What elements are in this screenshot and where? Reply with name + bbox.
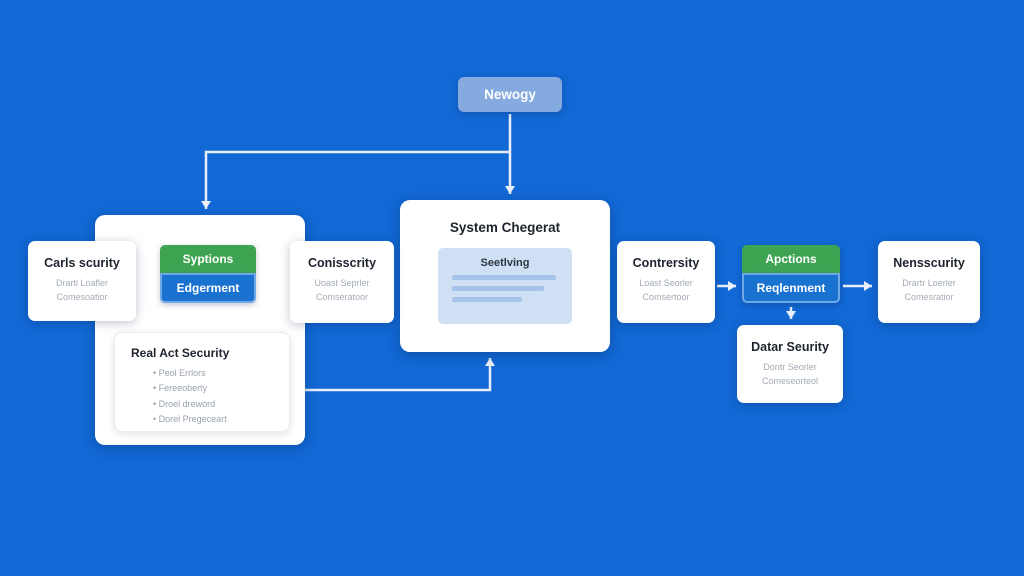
- card-subtitle-line: Uoast Seprler: [314, 278, 370, 288]
- node-newogy: Newogy: [458, 77, 562, 112]
- card-subtitle-line: Comesoatior: [56, 291, 108, 302]
- card-title: Carls scurity: [44, 256, 120, 270]
- card-title: Conisscrity: [307, 256, 377, 270]
- pill-syptions-label: Syptions: [182, 252, 234, 266]
- pill-apctions: Apctions: [742, 245, 840, 273]
- card-subtitle-line: Loast Seorler: [639, 278, 693, 288]
- node-newogy-label: Newogy: [484, 87, 536, 102]
- card-subtitle-line: Drartl Loafler: [55, 278, 109, 288]
- card-contrersity: Contrersity Loast Seorler Comsertoor: [617, 241, 715, 323]
- card-subtitle-line: Dontr Seorler: [763, 362, 817, 372]
- card-subtitle-line: Comsertoor: [642, 291, 690, 302]
- pill-reqlenment: Reqlenment: [742, 273, 840, 303]
- card-subtitle-line: Comeseorteol: [761, 375, 819, 386]
- bullet-item: Peol Errlors: [153, 366, 289, 381]
- card-subtitle-line: Drartr Loerler: [902, 278, 956, 288]
- panel-system: System Chegerat Seetlving: [400, 200, 610, 352]
- card-subtitle-line: Comesratior: [904, 291, 954, 302]
- card-conisscrity: Conisscrity Uoast Seprler Comseratoor: [290, 241, 394, 323]
- card-datar-seurity: Datar Seurity Dontr Seorler Comeseorteol: [737, 325, 843, 403]
- card-title: Contrersity: [632, 256, 700, 270]
- system-inner-label: Seetlving: [480, 257, 530, 269]
- pill-reqlenment-label: Reqlenment: [756, 281, 826, 295]
- bullet-item: Dorel Pregeceart: [153, 412, 289, 427]
- real-act-bullet-list: Peol Errlors Fereeoberty Droel dreword D…: [153, 366, 289, 427]
- card-title: Nensscurity: [893, 256, 965, 270]
- panel-system-title: System Chegerat: [449, 220, 561, 235]
- arrow-newogy-to-left-panel: [201, 150, 510, 209]
- card-nensscurity: Nensscurity Drartr Loerler Comesratior: [878, 241, 980, 323]
- card-title: Datar Seurity: [751, 340, 829, 354]
- arrow-realact-to-system: [292, 358, 495, 392]
- skeleton-line: [452, 286, 544, 291]
- bullet-item: Fereeoberty: [153, 381, 289, 396]
- pill-edgerment: Edgerment: [160, 273, 256, 303]
- pill-apctions-label: Apctions: [765, 252, 817, 266]
- card-title: Real Act Security: [131, 346, 230, 360]
- card-carls-scurity: Carls scurity Drartl Loafler Comesoatior: [28, 241, 136, 321]
- pill-syptions: Syptions: [160, 245, 256, 273]
- card-subtitle-line: Comseratoor: [315, 291, 369, 302]
- system-inner-box: Seetlving: [438, 248, 572, 324]
- skeleton-line: [452, 297, 522, 302]
- bullet-item: Droel dreword: [153, 397, 289, 412]
- card-real-act-security: Real Act Security Peol Errlors Fereeober…: [114, 332, 290, 432]
- pill-edgerment-label: Edgerment: [176, 281, 240, 295]
- skeleton-line: [452, 275, 556, 280]
